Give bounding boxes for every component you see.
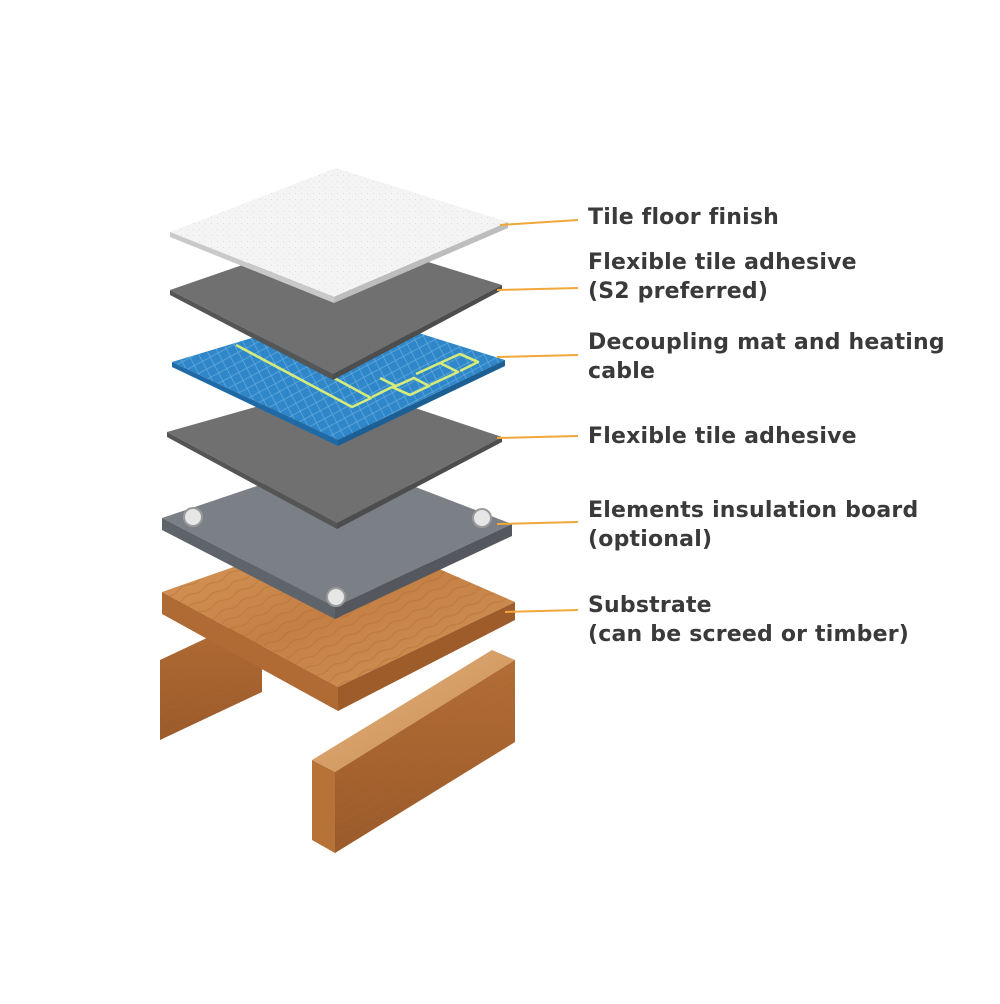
adhesive-layer-lower <box>167 383 502 529</box>
label-line: (optional) <box>588 527 713 552</box>
label-line: (can be screed or timber) <box>588 622 910 647</box>
label-line: Substrate <box>588 593 712 618</box>
label-line: (S2 preferred) <box>588 279 769 304</box>
leader-lines <box>496 219 579 613</box>
label-line: Flexible tile adhesive <box>588 250 857 275</box>
fixing-washer <box>472 508 492 528</box>
timber-joist-front <box>312 650 515 853</box>
label-decoupling-mat: Decoupling mat and heating cable <box>588 328 945 386</box>
leader-line-adhesive <box>496 435 579 439</box>
leader-line-tile-finish <box>499 219 579 226</box>
label-flexible-tile-adhesive: Flexible tile adhesive <box>588 422 857 451</box>
label-insulation-board: Elements insulation board (optional) <box>588 496 918 554</box>
label-line: Tile floor finish <box>588 205 779 230</box>
fixing-washer <box>183 507 203 527</box>
label-line: Elements insulation board <box>588 498 919 523</box>
label-line: cable <box>588 359 656 384</box>
leader-line-decoupling-mat <box>496 354 579 358</box>
label-tile-floor-finish: Tile floor finish <box>588 203 779 232</box>
leader-line-substrate <box>504 609 579 613</box>
leader-line-insulation <box>496 521 579 525</box>
fixing-washer <box>326 587 346 607</box>
leader-line-adhesive-top <box>496 287 579 291</box>
label-line: Flexible tile adhesive <box>588 424 857 449</box>
tile-floor-finish <box>170 168 508 303</box>
label-line: Decoupling mat and heating <box>588 330 945 355</box>
insulation-board <box>162 458 512 619</box>
label-substrate: Substrate (can be screed or timber) <box>588 591 909 649</box>
label-flexible-tile-adhesive-top: Flexible tile adhesive (S2 preferred) <box>588 248 857 306</box>
